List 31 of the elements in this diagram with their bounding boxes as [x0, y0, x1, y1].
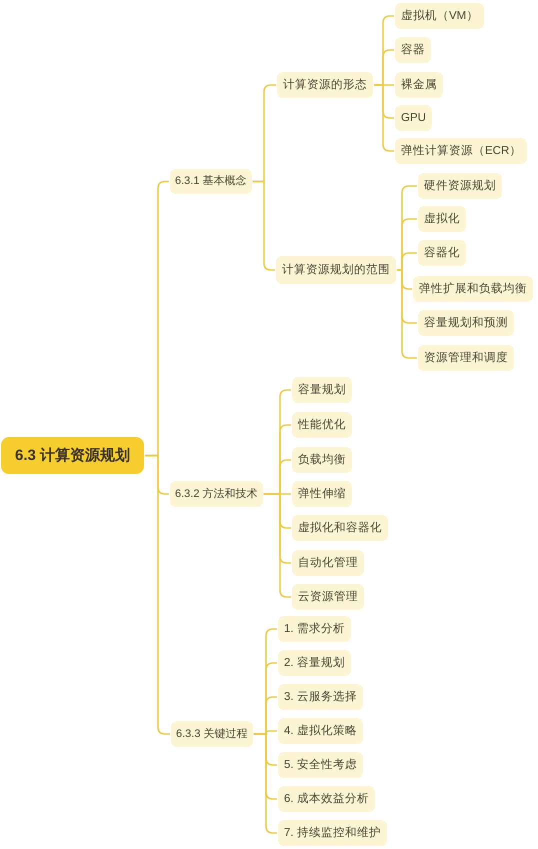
leaf-topic: 资源管理和调度	[418, 345, 514, 371]
leaf-topic: 容器化	[418, 240, 466, 266]
leaf-topic: GPU	[395, 105, 432, 131]
leaf-topic: 容量规划	[292, 377, 352, 403]
branch-topic: 计算资源规划的范围	[276, 256, 396, 284]
leaf-topic: 2. 容量规划	[278, 650, 351, 676]
branch-topic: 6.3.2 方法和技术	[170, 481, 263, 507]
leaf-topic: 6. 成本效益分析	[278, 786, 375, 812]
leaf-topic: 虚拟化和容器化	[292, 515, 388, 541]
leaf-topic: 容量规划和预测	[418, 310, 514, 336]
leaf-topic: 7. 持续监控和维护	[278, 820, 387, 846]
leaf-topic: 5. 安全性考虑	[278, 752, 363, 778]
leaf-topic: 容器	[395, 37, 431, 63]
leaf-topic: 4. 虚拟化策略	[278, 718, 363, 744]
root-topic: 6.3 计算资源规划	[1, 437, 144, 474]
leaf-topic: 负载均衡	[292, 447, 352, 473]
leaf-topic: 硬件资源规划	[418, 173, 502, 199]
leaf-topic: 弹性伸缩	[292, 481, 352, 507]
leaf-topic: 性能优化	[292, 412, 352, 438]
leaf-topic: 1. 需求分析	[278, 616, 351, 642]
branch-topic: 6.3.3 关键过程	[171, 721, 253, 747]
leaf-topic: 裸金属	[395, 72, 443, 98]
leaf-topic: 虚拟机（VM）	[395, 3, 484, 29]
leaf-topic: 自动化管理	[292, 550, 364, 576]
leaf-topic: 虚拟化	[418, 206, 466, 232]
leaf-topic: 弹性扩展和负载均衡	[413, 276, 533, 302]
leaf-topic: 3. 云服务选择	[278, 684, 363, 710]
branch-topic: 计算资源的形态	[277, 72, 373, 98]
leaf-topic: 云资源管理	[292, 584, 364, 610]
leaf-topic: 弹性计算资源（ECR）	[395, 138, 528, 164]
branch-topic: 6.3.1 基本概念	[170, 169, 252, 194]
